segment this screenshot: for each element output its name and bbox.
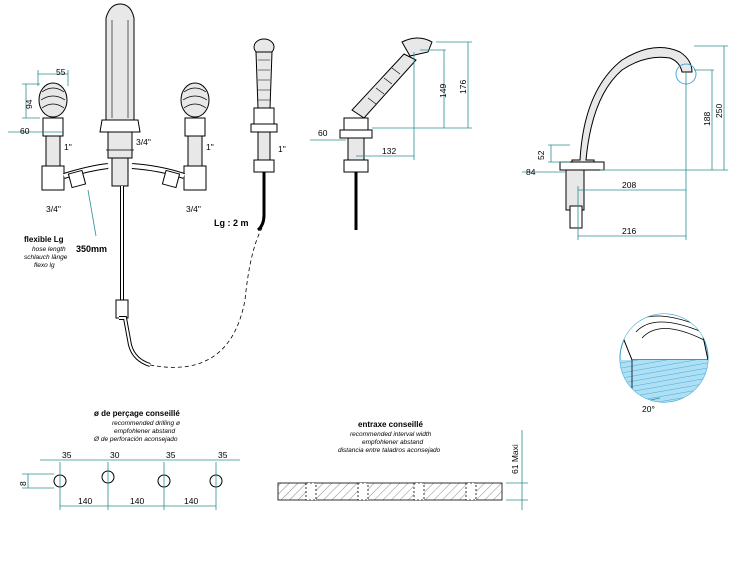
dim-60-shower: 60 bbox=[318, 128, 328, 138]
interval-en: recommended interval width bbox=[350, 431, 432, 438]
interval-title: entraxe conseillé bbox=[358, 420, 423, 429]
drill-space-2: 140 bbox=[130, 496, 144, 506]
angle-20: 20° bbox=[642, 404, 655, 414]
drill-dia-1: 35 bbox=[62, 450, 72, 460]
right-handle bbox=[180, 82, 210, 191]
thread-left-bottom: 3/4" bbox=[46, 204, 61, 214]
dim-132: 132 bbox=[382, 146, 396, 156]
dim-84: 84 bbox=[526, 167, 536, 177]
spout-base bbox=[99, 119, 141, 133]
shower-hose-length: Lg : 2 m bbox=[214, 218, 249, 228]
hose-title: flexible Lg bbox=[24, 235, 64, 244]
drill-dia-2: 30 bbox=[110, 450, 120, 460]
thread-right-bottom: 3/4" bbox=[186, 204, 201, 214]
dim-216: 216 bbox=[622, 226, 636, 236]
drill-dia-4: 35 bbox=[218, 450, 228, 460]
thread-right: 1" bbox=[206, 142, 214, 152]
spout-shank bbox=[107, 131, 133, 159]
drilling-en: recommended drilling ø bbox=[112, 420, 180, 427]
drilling-es: Ø de perforación aconsejado bbox=[93, 436, 178, 443]
mixer-drawing bbox=[8, 3, 263, 368]
left-handle bbox=[38, 82, 68, 191]
interval-max: 61 Maxi bbox=[510, 444, 520, 474]
drilling-de: empfohlener abstand bbox=[114, 428, 175, 435]
drilling-title: ø de perçage conseillé bbox=[94, 409, 180, 418]
drill-space-1: 140 bbox=[78, 496, 92, 506]
hand-shower-front bbox=[250, 38, 278, 232]
dim-52: 52 bbox=[536, 150, 546, 160]
drill-height: 8 bbox=[18, 481, 28, 486]
dim-208: 208 bbox=[622, 180, 636, 190]
hose-de: schlauch länge bbox=[24, 254, 68, 261]
interval-de: empfohlener abstand bbox=[362, 439, 423, 446]
dim-188: 188 bbox=[702, 112, 712, 126]
dim-250: 250 bbox=[714, 104, 724, 118]
drill-dia-3: 35 bbox=[166, 450, 176, 460]
hose-en: hose length bbox=[32, 246, 66, 253]
thread-left: 1" bbox=[64, 142, 72, 152]
thread-spout: 3/4" bbox=[136, 137, 151, 147]
hose-length: 350mm bbox=[76, 244, 107, 254]
dim-176: 176 bbox=[458, 80, 468, 94]
dim-149: 149 bbox=[438, 84, 448, 98]
spout-column bbox=[105, 3, 135, 121]
drilling-holes bbox=[22, 459, 240, 510]
interval-es: distancia entre taladros aconsejado bbox=[338, 447, 441, 454]
hand-shower-side bbox=[310, 37, 472, 230]
spout-profile bbox=[522, 45, 728, 240]
dim-94: 94 bbox=[24, 99, 34, 109]
thread-shower: 1" bbox=[278, 144, 286, 154]
dim-55: 55 bbox=[56, 67, 66, 77]
interval-slab bbox=[277, 430, 528, 510]
hose-es: flexo lg bbox=[34, 262, 55, 269]
hose-path bbox=[149, 227, 263, 368]
dim-60-left: 60 bbox=[20, 126, 30, 136]
spout-tip-detail bbox=[619, 313, 709, 403]
drill-space-3: 140 bbox=[184, 496, 198, 506]
